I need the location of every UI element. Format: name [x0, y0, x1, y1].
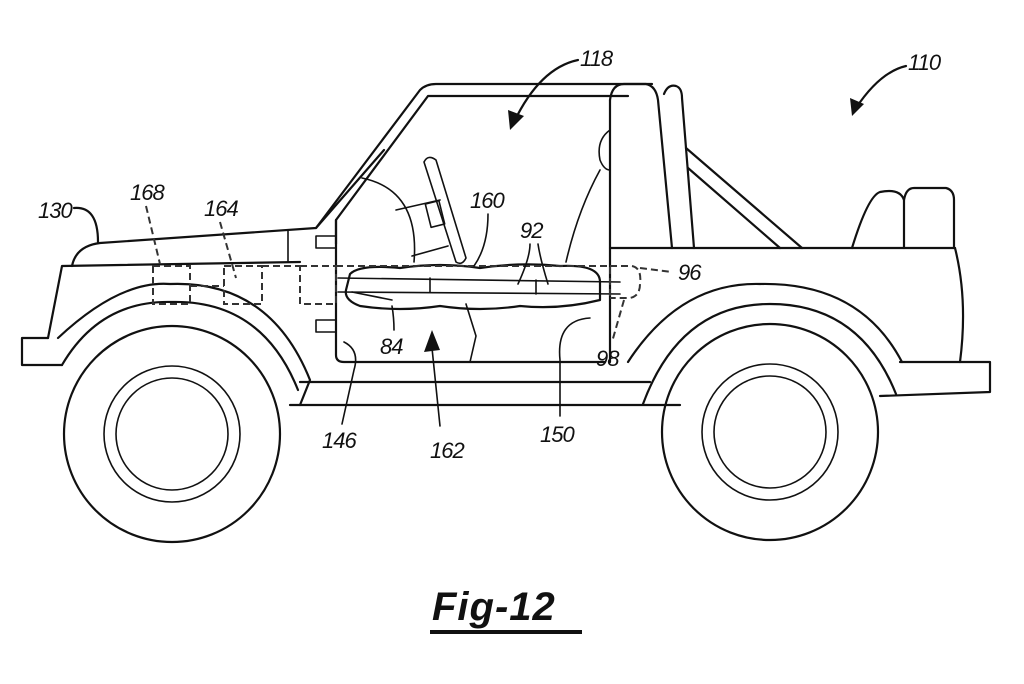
roll-bar-front [608, 82, 674, 250]
label-162: 162 [430, 438, 464, 463]
roll-bar-brace [684, 146, 804, 250]
steering-wheel [423, 156, 467, 265]
leader-130 [72, 206, 100, 244]
figure-caption: Fig-12 [430, 585, 582, 634]
label-150: 150 [540, 422, 575, 447]
label-110: 110 [908, 50, 942, 75]
module-box-164 [223, 265, 263, 305]
roll-bar-rear [662, 84, 696, 250]
rear-arch-inner [641, 302, 898, 406]
rear-rim-inner [713, 375, 827, 489]
front-tire [62, 324, 282, 544]
windshield-frame-inner [334, 94, 630, 246]
leader-110 [854, 64, 908, 110]
vehicle-body [20, 82, 992, 407]
dashboard [361, 177, 449, 263]
label-130: 130 [38, 198, 73, 223]
rear-seat-back-1 [850, 189, 906, 250]
leader-160 [473, 213, 489, 267]
hinge-lower [315, 319, 337, 333]
housing-96 [610, 265, 642, 299]
leader-98 [611, 299, 625, 343]
module-box-168 [152, 265, 191, 305]
arrow-118-icon [508, 110, 524, 130]
leader-lines [72, 58, 908, 427]
rear-wheel-assembly [626, 282, 904, 542]
windshield-frame-outer [314, 82, 654, 230]
airbag-tube-divider [429, 277, 537, 295]
front-arch-outer [56, 282, 312, 407]
front-rim-inner [115, 377, 229, 491]
label-98: 98 [596, 346, 620, 371]
rear-bumper [878, 360, 992, 398]
label-118: 118 [580, 46, 614, 71]
label-92: 92 [520, 218, 543, 243]
door-opening-front [334, 218, 607, 364]
leader-146 [341, 341, 357, 425]
module-connector [190, 265, 611, 298]
hinge-upper [315, 235, 337, 249]
label-164: 164 [204, 196, 238, 221]
leader-118 [512, 58, 580, 124]
leader-164 [219, 221, 237, 279]
rear-rim-outer [701, 363, 839, 501]
arrow-110-icon [850, 98, 864, 116]
rear-tire [660, 322, 880, 542]
front-wheel-assembly [56, 282, 312, 544]
module-box-front-compartment [299, 265, 337, 305]
rear-seat-back-2 [902, 186, 956, 250]
airbag-tube-upper [337, 277, 621, 283]
reference-labels: 110 118 130 168 164 160 92 96 98 84 162 … [38, 46, 943, 463]
figure-title: Fig-12 [432, 585, 556, 629]
front-rim-outer [103, 365, 241, 503]
airbag-assembly [152, 263, 642, 311]
arrow-162-icon [424, 330, 440, 352]
front-arch-inner [60, 300, 300, 392]
instrument-cluster [424, 199, 446, 229]
rear-arch-outer [626, 282, 904, 364]
front-nose [46, 260, 302, 340]
label-146: 146 [322, 428, 357, 453]
seat-lower-frame [351, 291, 477, 363]
leader-92 [517, 243, 549, 285]
rocker-panel [288, 380, 682, 407]
airbag-cushion-160 [344, 263, 602, 311]
front-seat-back [565, 129, 611, 263]
rear-body-tail [953, 246, 965, 364]
label-84: 84 [380, 334, 403, 359]
hood [70, 148, 386, 268]
label-168: 168 [130, 180, 165, 205]
leader-162 [431, 347, 441, 427]
front-bumper [20, 336, 64, 367]
leader-168 [145, 205, 161, 265]
leader-150 [558, 317, 591, 417]
leader-84 [391, 305, 395, 331]
airbag-tube-lower [337, 291, 621, 295]
leader-96 [639, 267, 673, 273]
label-96: 96 [678, 260, 702, 285]
label-160: 160 [470, 188, 505, 213]
